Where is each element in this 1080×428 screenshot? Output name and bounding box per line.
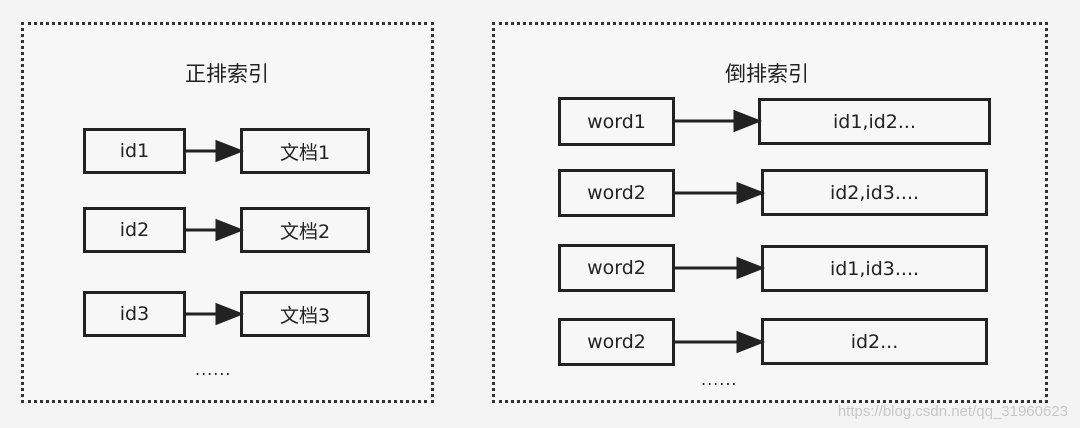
forward-doc-box-2: 文档2 (240, 207, 370, 253)
inverted-ids-box-4: id2... (761, 318, 988, 365)
forward-ellipsis: ...... (195, 360, 232, 379)
inverted-index-title: 倒排索引 (725, 62, 809, 86)
inverted-word-box-1: word1 (558, 97, 675, 146)
inverted-ids-box-2: id2,id3.... (761, 169, 988, 216)
forward-index-title: 正排索引 (185, 62, 269, 86)
inverted-word-box-2: word2 (558, 169, 675, 217)
inverted-ellipsis: ...... (701, 370, 738, 389)
forward-key-box-2: id2 (83, 207, 186, 253)
forward-key-box-3: id3 (83, 291, 186, 337)
forward-key-box-1: id1 (83, 128, 186, 174)
watermark-url: https://blog.csdn.net/qq_31960623 (837, 403, 1068, 420)
forward-doc-box-3: 文档3 (240, 291, 370, 337)
forward-doc-box-1: 文档1 (240, 128, 370, 174)
inverted-word-box-3: word2 (558, 244, 675, 292)
inverted-word-box-4: word2 (558, 318, 675, 366)
inverted-ids-box-1: id1,id2... (758, 98, 991, 145)
inverted-ids-box-3: id1,id3.... (761, 245, 988, 292)
